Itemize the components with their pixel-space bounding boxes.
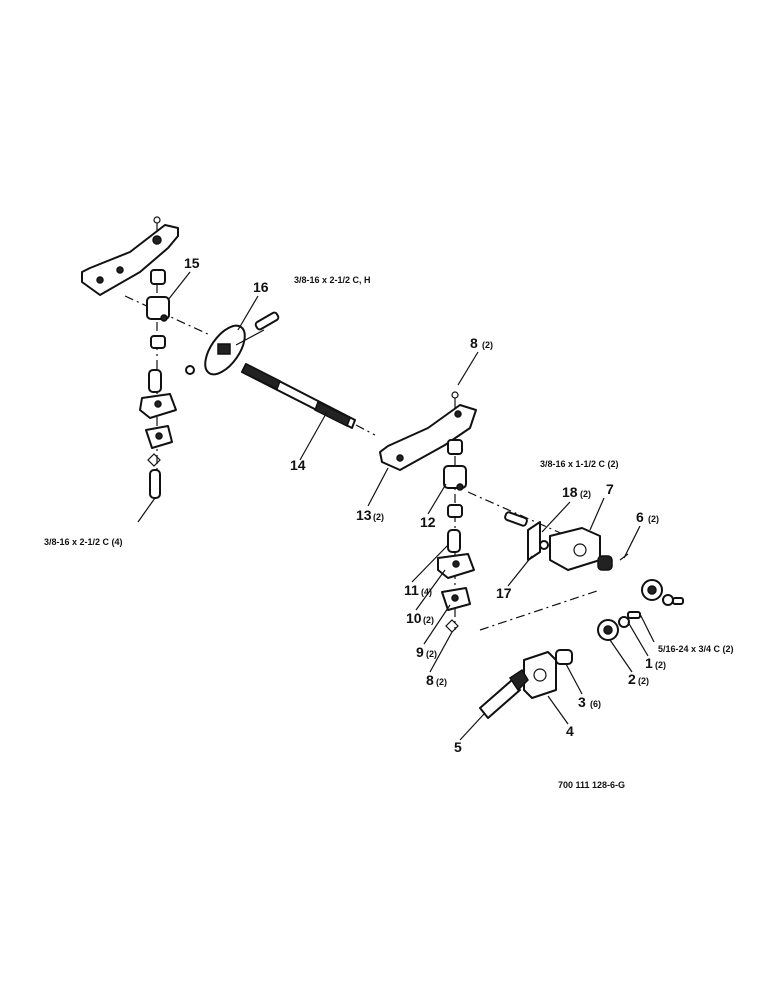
bushing-upper xyxy=(597,555,613,571)
callout-9: 9 xyxy=(416,644,424,660)
svg-text:(2): (2) xyxy=(638,676,649,686)
callout-8-bottom: 8 xyxy=(426,672,434,688)
callout-15: 15 xyxy=(184,255,200,271)
callout-12: 12 xyxy=(420,514,436,530)
hardware-label-right: 3/8-16 x 1-1/2 C (2) xyxy=(540,459,619,469)
svg-text:(2): (2) xyxy=(648,514,659,524)
nut-left xyxy=(185,365,195,375)
svg-text:(6): (6) xyxy=(590,699,601,709)
callout-3: 3 xyxy=(578,694,586,710)
svg-text:(2): (2) xyxy=(436,677,447,687)
bushing-lower xyxy=(555,649,573,665)
bearing-block-lower xyxy=(523,651,557,699)
bolt-upper-left xyxy=(254,311,280,331)
svg-text:(2): (2) xyxy=(655,660,666,670)
svg-text:(2): (2) xyxy=(426,649,437,659)
left-bottom-bolt xyxy=(149,469,161,499)
left-clamp-block xyxy=(146,296,170,320)
callout-2: 2 xyxy=(628,671,636,687)
bracket-plate xyxy=(527,521,541,561)
hardware-label-top-left: 3/8-16 x 2-1/2 C, H xyxy=(294,275,371,285)
right-clamp-block xyxy=(443,465,467,489)
center-shaft-assembly xyxy=(185,311,376,461)
callout-17: 17 xyxy=(496,585,512,601)
svg-text:(2): (2) xyxy=(423,615,434,625)
callout-10: 10 xyxy=(406,610,422,626)
callout-7: 7 xyxy=(606,481,614,497)
left-linkage-assembly xyxy=(81,216,211,523)
callout-labels: 15 16 14 8 (2) 13 (2) 12 11 (4) 10 (2) 9… xyxy=(44,255,734,790)
washer-lower xyxy=(618,616,630,628)
handle-rod xyxy=(479,679,521,719)
bolt-right xyxy=(504,511,528,527)
svg-text:(4): (4) xyxy=(421,587,432,597)
callout-18: 18 xyxy=(562,484,578,500)
leader-lines xyxy=(167,271,655,741)
callout-13: 13 xyxy=(356,507,372,523)
callout-11: 11 xyxy=(404,582,419,598)
hardware-label-bottom-left: 3/8-16 x 2-1/2 C (4) xyxy=(44,537,123,547)
callout-6: 6 xyxy=(636,509,644,525)
right-lever-arm xyxy=(379,404,477,471)
hardware-label-small: 5/16-24 x 3/4 C (2) xyxy=(658,644,734,654)
bearing-block-upper xyxy=(549,527,601,571)
callout-8-top: 8 xyxy=(470,335,478,351)
svg-text:(2): (2) xyxy=(580,489,591,499)
callout-14: 14 xyxy=(290,457,306,473)
svg-text:(2): (2) xyxy=(373,512,384,522)
right-linkage-assembly xyxy=(379,391,684,719)
svg-text:(2): (2) xyxy=(482,340,493,350)
left-pin xyxy=(148,369,162,393)
left-bushing-top xyxy=(150,269,166,285)
callout-4: 4 xyxy=(566,723,574,739)
callout-5: 5 xyxy=(454,739,462,755)
drawing-number: 700 111 128-6-G xyxy=(558,780,625,790)
callout-16: 16 xyxy=(253,279,269,295)
callout-1: 1 xyxy=(645,655,653,671)
right-pin xyxy=(447,529,461,553)
grease-fitting-top-left xyxy=(153,216,161,224)
